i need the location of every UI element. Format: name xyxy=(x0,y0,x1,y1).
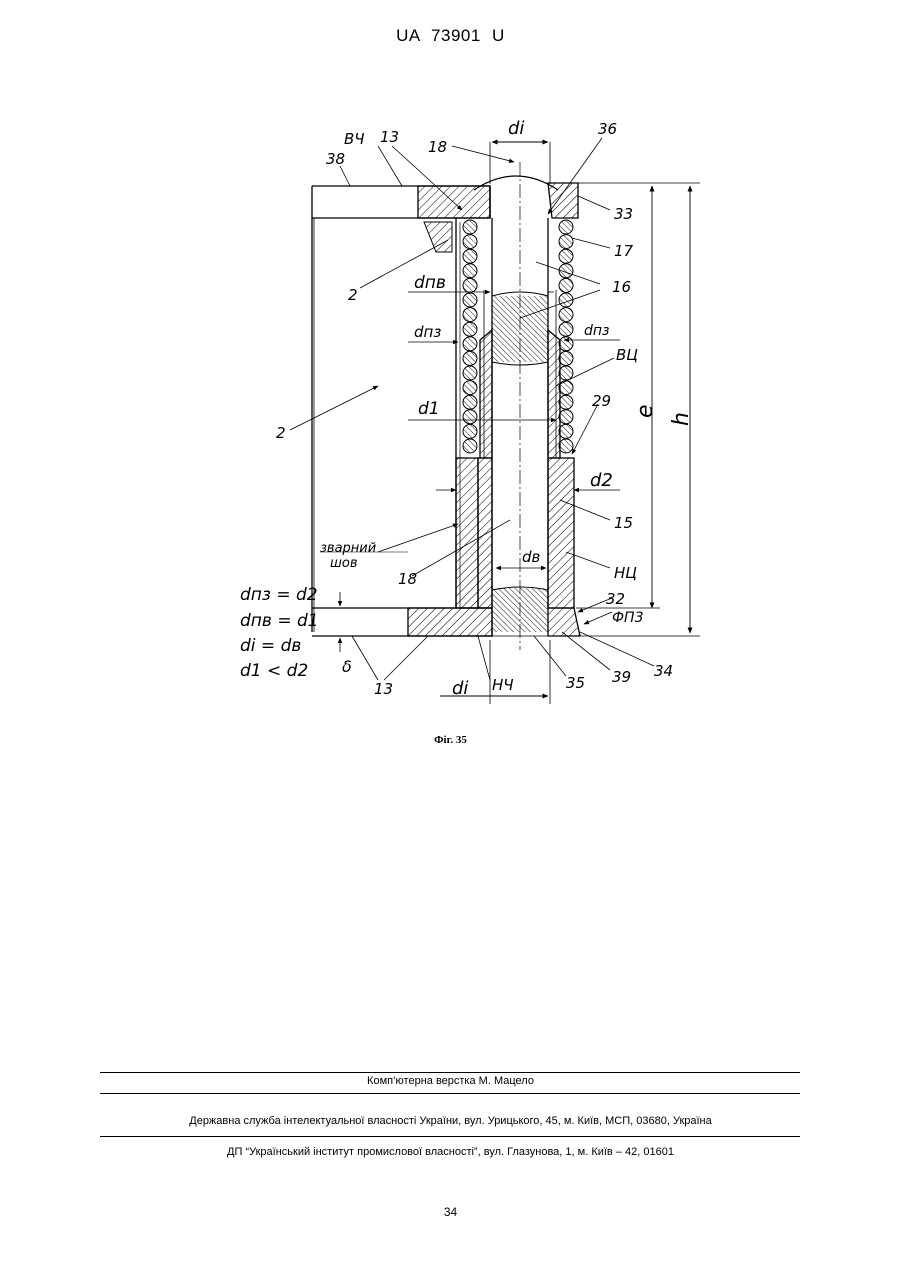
spring-coil xyxy=(463,308,477,322)
label-18-top: 18 xyxy=(428,138,447,156)
label-2-top: 2 xyxy=(348,286,358,304)
technical-drawing: ВЧ 13 38 18 di 36 33 17 2 dпв 16 dпз dпз… xyxy=(0,0,901,760)
spring-coil xyxy=(463,366,477,380)
spring-coil xyxy=(559,278,573,292)
label-d2: d2 xyxy=(590,470,613,491)
equation-4: d1 < d2 xyxy=(240,661,308,681)
label-33: 33 xyxy=(614,205,633,223)
label-vch: ВЧ xyxy=(344,130,365,148)
label-di-top: di xyxy=(508,118,524,139)
label-weld-line2: шов xyxy=(330,556,358,571)
label-dpz-right: dпз xyxy=(584,323,609,339)
spring-coil xyxy=(559,322,573,336)
spring-coil xyxy=(559,439,573,453)
label-nch: НЧ xyxy=(492,676,514,694)
spring-coil xyxy=(559,395,573,409)
agency-address: Державна служба інтелектуальної власност… xyxy=(0,1115,901,1127)
equation-2: dпв = d1 xyxy=(240,611,319,631)
spring-coil xyxy=(463,351,477,365)
spring-coil xyxy=(559,235,573,249)
spring-coil xyxy=(559,264,573,278)
label-34: 34 xyxy=(654,662,673,680)
spring-coil xyxy=(559,293,573,307)
spring-coil xyxy=(559,351,573,365)
label-17: 17 xyxy=(614,242,634,260)
equation-1: dпз = d2 xyxy=(240,585,318,605)
page-number: 34 xyxy=(0,1205,901,1219)
label-vc: ВЦ xyxy=(616,346,638,364)
layout-credit: Комп’ютерна верстка М. Мацело xyxy=(0,1075,901,1087)
label-36: 36 xyxy=(598,120,617,138)
label-h: h xyxy=(669,412,694,426)
spring-coil xyxy=(463,395,477,409)
spring-coil xyxy=(463,337,477,351)
equation-3: di = dв xyxy=(240,636,301,656)
spring-coil xyxy=(463,381,477,395)
label-32: 32 xyxy=(606,590,625,608)
footer-rule-2 xyxy=(100,1093,800,1094)
label-d1: d1 xyxy=(418,399,440,419)
label-13-bot: 13 xyxy=(374,680,393,698)
spring-coils-right xyxy=(559,220,573,453)
spring-coil xyxy=(463,439,477,453)
footer-rule-3 xyxy=(100,1136,800,1137)
label-e: e xyxy=(633,404,658,418)
footer-rule-1 xyxy=(100,1072,800,1073)
label-38: 38 xyxy=(326,150,345,168)
label-fp3: ФП3 xyxy=(612,610,644,626)
spring-coil xyxy=(463,322,477,336)
spring-coils-left xyxy=(463,220,477,453)
spring-coil xyxy=(463,278,477,292)
label-nc: НЦ xyxy=(614,564,637,582)
spring-coil xyxy=(463,249,477,263)
label-dpv: dпв xyxy=(414,273,446,293)
label-2-mid: 2 xyxy=(276,424,286,442)
spring-coil xyxy=(559,220,573,234)
spring-coil xyxy=(559,424,573,438)
label-15: 15 xyxy=(614,514,633,532)
label-weld-line1: зварний xyxy=(320,541,376,556)
spring-coil xyxy=(463,410,477,424)
label-13-top: 13 xyxy=(380,128,399,146)
label-dv: dв xyxy=(522,548,541,566)
label-16: 16 xyxy=(612,278,631,296)
spring-coil xyxy=(559,366,573,380)
spring-coil xyxy=(559,381,573,395)
spring-coil xyxy=(463,264,477,278)
institute-address: ДП “Український інститут промислової вла… xyxy=(0,1146,901,1158)
spring-coil xyxy=(559,308,573,322)
label-18-bot: 18 xyxy=(398,570,417,588)
spring-coil xyxy=(559,410,573,424)
figure-caption: Фіг. 35 xyxy=(0,734,901,746)
spring-coil xyxy=(463,235,477,249)
label-35: 35 xyxy=(566,674,585,692)
spring-coil xyxy=(463,220,477,234)
label-di-bot: di xyxy=(452,678,468,699)
label-29: 29 xyxy=(592,392,611,410)
label-39: 39 xyxy=(612,668,631,686)
spring-coil xyxy=(463,293,477,307)
spring-coil xyxy=(559,249,573,263)
label-dpz-left: dпз xyxy=(414,323,441,341)
label-delta: δ xyxy=(342,657,352,676)
spring-coil xyxy=(559,337,573,351)
spring-coil xyxy=(463,424,477,438)
